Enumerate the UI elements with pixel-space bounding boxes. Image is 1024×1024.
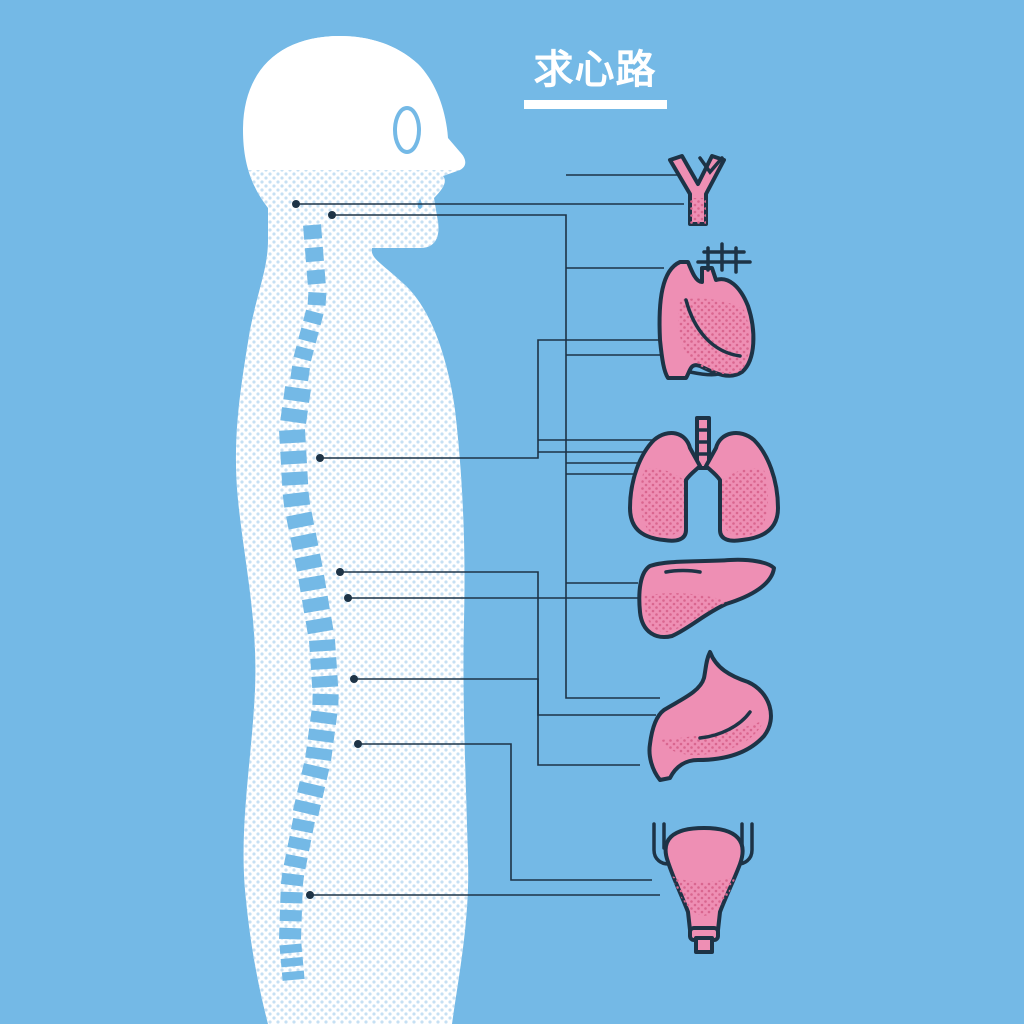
title-underline (524, 100, 667, 109)
vertebra (303, 224, 323, 240)
vertebra (281, 970, 305, 981)
nerve-line-14 (354, 678, 656, 716)
vertebra (298, 574, 327, 593)
vertebra (298, 327, 319, 344)
nerve-node (316, 454, 324, 462)
nerve-line-12 (340, 571, 640, 766)
vertebra (280, 450, 307, 465)
vertebra (280, 407, 308, 424)
lungs-icon (628, 416, 780, 543)
vertebra (293, 345, 314, 362)
vertebra (301, 763, 330, 781)
vertebra (309, 639, 336, 653)
nerve-lines (292, 174, 684, 899)
nerve-node (306, 891, 314, 899)
vertebra (310, 657, 337, 671)
nerve-node (336, 568, 344, 576)
nerve-line-2 (332, 214, 660, 699)
vertebra (283, 853, 308, 870)
vertebra (294, 553, 323, 572)
vertebra (287, 835, 312, 852)
bladder-icon (652, 822, 754, 954)
spine (279, 224, 339, 981)
vertebra (305, 616, 334, 635)
vertebra (307, 291, 327, 306)
nerve-node (344, 594, 352, 602)
heart-icon (657, 242, 756, 380)
vertebra (290, 532, 319, 551)
nerve-line-5 (320, 339, 664, 459)
vertebra (292, 799, 321, 817)
vertebra (311, 675, 339, 689)
vertebra (280, 891, 303, 904)
nerve-line-15 (358, 743, 652, 881)
vertebra (279, 927, 302, 940)
vertebra (303, 309, 324, 326)
vertebra (279, 909, 302, 922)
human-body (235, 36, 469, 1024)
stomach-icon (647, 650, 773, 782)
vertebra (305, 746, 333, 761)
vertebra (301, 595, 330, 614)
liver-icon (637, 557, 776, 639)
diagram-title: 求心路 (533, 47, 657, 93)
vertebra (279, 943, 303, 954)
vertebra (280, 957, 304, 968)
vertebra (280, 872, 305, 887)
trachea-bronchi-icon (668, 154, 726, 226)
vertebra (279, 429, 306, 444)
vertebra (290, 365, 310, 382)
nerve-node (292, 200, 300, 208)
vertebra (290, 817, 315, 834)
vertebra (306, 269, 326, 285)
vertebra (304, 246, 324, 263)
nerve-node (354, 740, 362, 748)
vertebra (282, 491, 311, 508)
body-halftone (235, 36, 469, 1024)
nerve-node (328, 211, 336, 219)
vertebra (283, 386, 311, 403)
vertebra (310, 710, 338, 725)
vertebra (281, 471, 309, 486)
vertebra (312, 693, 339, 706)
vertebra (297, 781, 326, 799)
vertebra (286, 511, 315, 530)
vertebra (307, 728, 335, 743)
eye-icon (393, 106, 421, 154)
nerve-node (350, 675, 358, 683)
